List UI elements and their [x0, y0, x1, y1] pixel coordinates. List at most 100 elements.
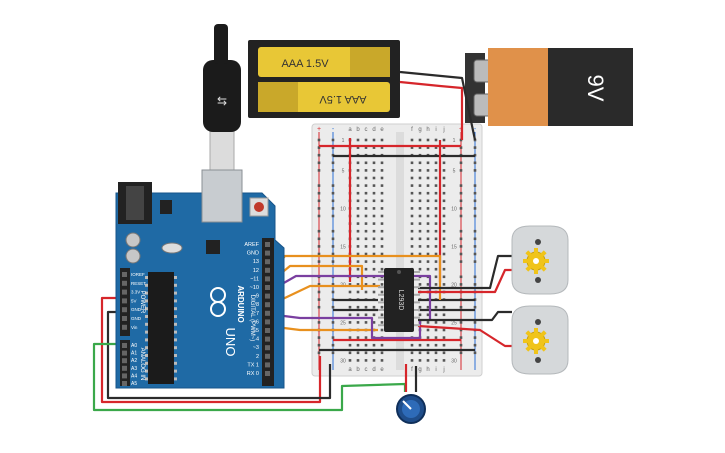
rail-hole[interactable]	[473, 343, 477, 347]
bb-hole[interactable]	[418, 313, 422, 317]
digital-pin-hole[interactable]	[265, 293, 270, 299]
bb-hole[interactable]	[364, 343, 368, 347]
bb-hole[interactable]	[410, 260, 414, 263]
rail-hole[interactable]	[317, 351, 321, 355]
rail-hole[interactable]	[459, 351, 463, 355]
bb-hole[interactable]	[348, 351, 352, 355]
bb-hole[interactable]	[364, 207, 368, 210]
bb-hole[interactable]	[418, 260, 422, 263]
rail-hole[interactable]	[459, 191, 463, 195]
rail-hole[interactable]	[459, 146, 463, 149]
rail-hole[interactable]	[473, 169, 477, 172]
bb-hole[interactable]	[434, 245, 438, 248]
rail-hole[interactable]	[331, 184, 335, 187]
bb-hole[interactable]	[372, 169, 376, 172]
bb-hole[interactable]	[442, 283, 446, 286]
bb-hole[interactable]	[426, 191, 430, 195]
bb-hole[interactable]	[434, 237, 438, 241]
rail-hole[interactable]	[331, 214, 335, 218]
bb-hole[interactable]	[418, 222, 422, 225]
bb-hole[interactable]	[410, 351, 414, 355]
bb-hole[interactable]	[372, 351, 376, 355]
bb-hole[interactable]	[372, 207, 376, 210]
bb-hole[interactable]	[442, 169, 446, 172]
rail-hole[interactable]	[317, 237, 321, 241]
digital-pin-hole[interactable]	[265, 267, 270, 273]
bb-hole[interactable]	[364, 321, 368, 324]
bb-hole[interactable]	[364, 290, 368, 294]
bb-hole[interactable]	[348, 290, 352, 294]
bb-hole[interactable]	[364, 222, 368, 225]
rail-hole[interactable]	[317, 199, 321, 203]
bb-hole[interactable]	[364, 336, 368, 339]
rail-hole[interactable]	[331, 169, 335, 172]
rail-hole[interactable]	[317, 283, 321, 286]
analog-pin-hole[interactable]	[122, 381, 127, 386]
bb-hole[interactable]	[364, 184, 368, 187]
bb-hole[interactable]	[418, 176, 422, 180]
bb-hole[interactable]	[364, 305, 368, 309]
rail-hole[interactable]	[331, 321, 335, 324]
bb-hole[interactable]	[380, 267, 384, 271]
rail-hole[interactable]	[473, 184, 477, 187]
bb-hole[interactable]	[356, 199, 360, 203]
bb-hole[interactable]	[426, 328, 430, 332]
bb-hole[interactable]	[434, 176, 438, 180]
rail-hole[interactable]	[317, 146, 321, 149]
bb-hole[interactable]	[410, 191, 414, 195]
bb-hole[interactable]	[426, 138, 430, 142]
bb-hole[interactable]	[372, 146, 376, 149]
bb-hole[interactable]	[372, 290, 376, 294]
bb-hole[interactable]	[372, 252, 376, 256]
power-pin-hole[interactable]	[122, 280, 127, 286]
digital-pin-hole[interactable]	[265, 345, 270, 351]
bb-hole[interactable]	[434, 321, 438, 324]
rail-hole[interactable]	[459, 343, 463, 347]
bb-hole[interactable]	[380, 305, 384, 309]
rail-hole[interactable]	[317, 305, 321, 309]
rail-hole[interactable]	[317, 169, 321, 172]
bb-hole[interactable]	[364, 237, 368, 241]
rail-hole[interactable]	[459, 275, 463, 279]
bb-hole[interactable]	[356, 222, 360, 225]
bb-hole[interactable]	[426, 245, 430, 248]
bb-hole[interactable]	[380, 214, 384, 218]
rail-hole[interactable]	[473, 351, 477, 355]
bb-hole[interactable]	[426, 313, 430, 317]
rail-hole[interactable]	[331, 351, 335, 355]
bb-hole[interactable]	[410, 237, 414, 241]
bb-hole[interactable]	[426, 283, 430, 286]
analog-pin-hole[interactable]	[122, 358, 127, 364]
bb-hole[interactable]	[372, 184, 376, 187]
rail-hole[interactable]	[331, 146, 335, 149]
bb-hole[interactable]	[418, 138, 422, 142]
bb-hole[interactable]	[356, 343, 360, 347]
power-pin-hole[interactable]	[122, 298, 127, 304]
rail-hole[interactable]	[459, 169, 463, 172]
bb-hole[interactable]	[418, 283, 422, 286]
bb-hole[interactable]	[372, 138, 376, 142]
bb-hole[interactable]	[442, 184, 446, 187]
bb-hole[interactable]	[442, 305, 446, 309]
bb-hole[interactable]	[418, 237, 422, 241]
bb-hole[interactable]	[426, 214, 430, 218]
bb-hole[interactable]	[434, 207, 438, 210]
power-pin-hole[interactable]	[122, 307, 127, 313]
bb-hole[interactable]	[380, 351, 384, 355]
bb-hole[interactable]	[364, 169, 368, 172]
bb-hole[interactable]	[364, 176, 368, 180]
bb-hole[interactable]	[410, 214, 414, 218]
rail-hole[interactable]	[331, 229, 335, 233]
bb-hole[interactable]	[380, 237, 384, 241]
bb-hole[interactable]	[372, 191, 376, 195]
bb-hole[interactable]	[442, 343, 446, 347]
rail-hole[interactable]	[459, 305, 463, 309]
rail-hole[interactable]	[317, 138, 321, 142]
digital-pin-hole[interactable]	[265, 302, 270, 308]
rail-hole[interactable]	[331, 207, 335, 210]
rail-hole[interactable]	[459, 237, 463, 241]
digital-pin-hole[interactable]	[265, 353, 270, 359]
bb-hole[interactable]	[426, 169, 430, 172]
rail-hole[interactable]	[331, 161, 335, 165]
